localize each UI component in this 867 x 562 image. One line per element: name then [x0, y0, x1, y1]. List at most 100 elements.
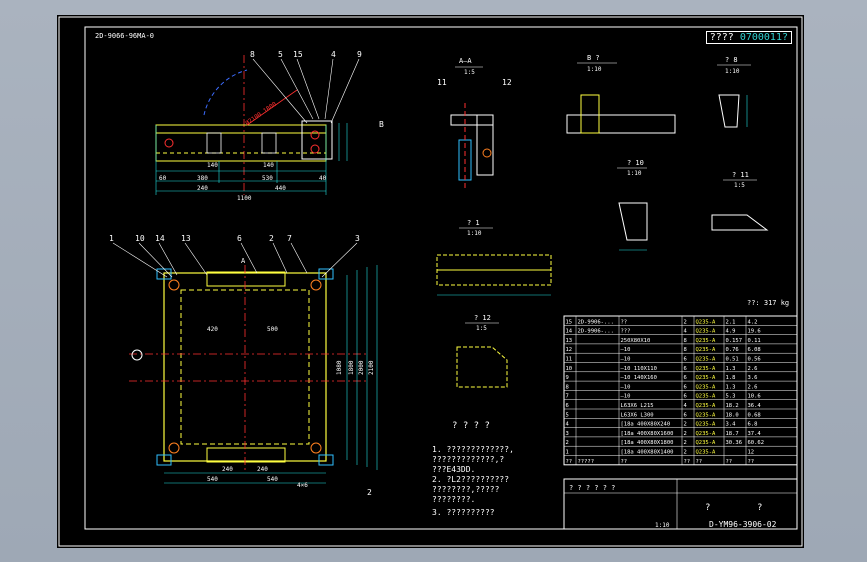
bom-cell: 36.4	[748, 403, 762, 409]
bom-cell: 1.8	[726, 375, 736, 381]
bom-cell: 2	[684, 422, 687, 428]
svg-text:1:5: 1:5	[464, 69, 475, 76]
dim-380: 380	[197, 175, 208, 182]
bom-cell: 14	[566, 329, 573, 335]
bom-cell: [18a 400X80X1400	[621, 450, 674, 456]
bom-cell: 2.1	[726, 319, 736, 325]
bom-cell: 10.6	[748, 394, 761, 400]
bom-cell: [18a 400X80X1600	[621, 431, 674, 437]
bom-cell: —10	[621, 384, 631, 390]
view-b: B ? 1:10	[566, 54, 676, 134]
bom-cell: 6	[684, 394, 687, 400]
dim-140a: 140	[207, 162, 218, 169]
bom-cell: [18a 400X80X240	[621, 422, 671, 428]
svg-text:14: 14	[155, 234, 165, 243]
bom-cell: 3.6	[748, 375, 758, 381]
bom-cell: 11	[566, 357, 573, 363]
bom-cell: 3	[566, 431, 569, 437]
bom-cell: 2D-9906-...	[578, 329, 614, 335]
bom-header-cell: ??	[748, 459, 755, 465]
svg-text:? 11: ? 11	[732, 171, 749, 179]
bom-cell: 0.56	[748, 357, 761, 363]
label-b: B	[379, 120, 384, 129]
svg-text:11: 11	[437, 78, 447, 87]
svg-text:1800: 1800	[348, 360, 355, 375]
svg-text:1: 1	[109, 234, 114, 243]
bom-cell: Q235-A	[696, 450, 717, 456]
sheet-code: 0700011?	[739, 32, 788, 43]
view-12: ? 12 1:5	[456, 314, 508, 388]
weight-label: ??: 317 kg	[747, 299, 789, 307]
view-8: ? 8 1:10	[717, 56, 751, 128]
bom-cell: —10	[621, 394, 631, 400]
bom-cell: 19.6	[748, 329, 761, 335]
svg-text:? 12: ? 12	[474, 314, 491, 322]
drawing-canvas: Ø2100 1800 60 380 530 40 240 440 140 140…	[58, 16, 803, 547]
bom-cell: 4	[684, 329, 688, 335]
reference-number: 2D-9066-96MA-0	[95, 32, 155, 40]
svg-text:500: 500	[267, 326, 278, 333]
bom-cell: 12	[748, 450, 755, 456]
bom-cell: 2	[566, 440, 569, 446]
svg-text:2000: 2000	[358, 360, 365, 375]
bom-cell: Q235-A	[696, 440, 717, 446]
svg-text:13: 13	[181, 234, 191, 243]
bom-cell: ???	[621, 329, 631, 335]
bom-cell: Q235-A	[696, 394, 717, 400]
bom-cell: —10	[621, 347, 631, 353]
bom-cell: [18a 400X80X1800	[621, 440, 674, 446]
bom-cell: 2D-9906-...	[578, 319, 614, 325]
bom-cell: Q235-A	[696, 384, 717, 390]
callout-15: 15	[293, 50, 303, 59]
bom-cell: 6	[684, 357, 687, 363]
bom-cell: Q235-A	[696, 431, 717, 437]
bom-cell: 0.51	[726, 357, 739, 363]
svg-text:????????.: ????????.	[432, 495, 475, 504]
bom-cell: Q235-A	[696, 357, 717, 363]
callout-8: 8	[250, 50, 255, 59]
svg-text:10: 10	[135, 234, 145, 243]
bom-cell: 1	[566, 450, 569, 456]
svg-text:1:5: 1:5	[734, 182, 745, 189]
label-a: A	[241, 257, 246, 265]
bom-cell: 2	[684, 431, 687, 437]
svg-text:1. ?????????????,: 1. ?????????????,	[432, 445, 514, 454]
svg-text:1:10: 1:10	[655, 522, 670, 529]
section-aa-view: A—A 1:5 11 12	[437, 57, 512, 190]
bom-cell: 250X80X10	[621, 338, 651, 344]
svg-text:B ?: B ?	[587, 54, 600, 62]
bom-cell: 6.8	[748, 422, 758, 428]
bom-cell: 15	[566, 319, 573, 325]
bom-cell: L63X6 L300	[621, 412, 654, 418]
svg-text:? 10: ? 10	[627, 159, 644, 167]
bom-cell: Q235-A	[696, 412, 717, 418]
bom-cell: ??	[621, 319, 628, 325]
svg-text:2. ?L2??????????: 2. ?L2??????????	[432, 475, 509, 484]
svg-text:1080: 1080	[336, 360, 343, 375]
dim-440: 440	[275, 185, 286, 192]
bom-cell: 4	[684, 403, 688, 409]
svg-text:Ø2100 1800: Ø2100 1800	[244, 100, 278, 127]
svg-text:? 8: ? 8	[725, 56, 738, 64]
bom-header-cell: ??	[696, 459, 703, 465]
beam-body	[155, 124, 327, 162]
lift-arc	[203, 69, 248, 116]
svg-text:420: 420	[207, 326, 218, 333]
svg-text:? 1: ? 1	[467, 219, 480, 227]
bom-cell: 18.2	[726, 403, 739, 409]
dim-1100: 1100	[237, 195, 252, 202]
bom-cell: Q235-A	[696, 329, 717, 335]
view-10: ? 10 1:10	[617, 159, 648, 251]
bom-header-cell: ??	[684, 459, 691, 465]
svg-text:1:10: 1:10	[467, 230, 482, 237]
bom-cell: 18.7	[726, 431, 739, 437]
svg-text:540: 540	[207, 476, 218, 483]
svg-text:1:10: 1:10	[627, 170, 642, 177]
svg-text:3. ??????????: 3. ??????????	[432, 508, 495, 517]
dim-40: 40	[319, 175, 327, 182]
outer-border	[58, 16, 803, 547]
bom-cell: 12	[566, 347, 573, 353]
bom-cell: 30.36	[726, 440, 743, 446]
